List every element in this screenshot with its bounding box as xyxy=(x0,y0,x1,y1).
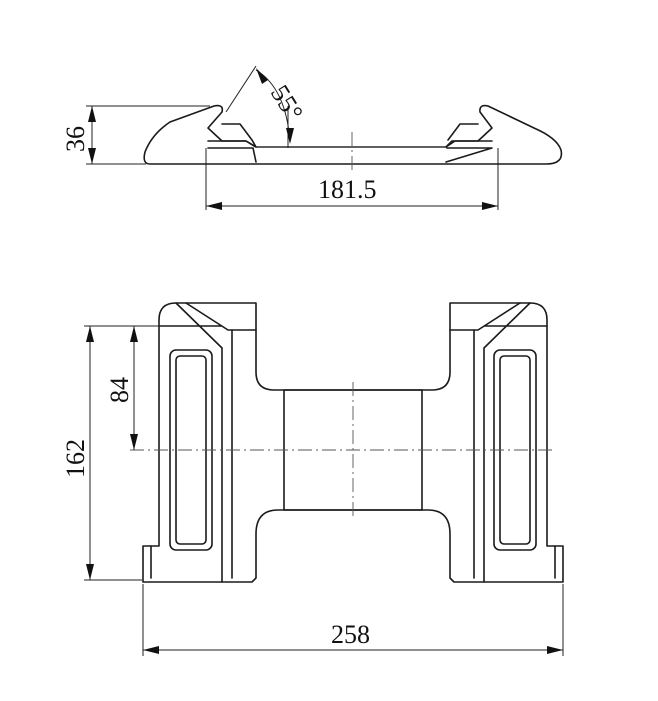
dim-258-arrow-right xyxy=(547,646,563,654)
side-view: 36 55° 181.5 xyxy=(61,65,563,210)
dim-36-label: 36 xyxy=(61,126,90,152)
plan-right-rail-bevel xyxy=(449,302,548,583)
dim-angle-label: 55° xyxy=(265,80,309,126)
dim-36-arrow-bottom xyxy=(88,148,96,164)
dim-162-arrow-top xyxy=(86,326,94,342)
dim-258-label: 258 xyxy=(331,620,370,649)
dim-84-label: 84 xyxy=(105,377,134,403)
dim-angle-arrow-bottom xyxy=(286,128,294,144)
dim-258-arrow-left xyxy=(143,646,159,654)
dim-181-label: 181.5 xyxy=(318,175,377,204)
dim-162-label: 162 xyxy=(61,439,90,478)
dim-84-arrow-top xyxy=(130,326,138,342)
plan-left-rail-bevel xyxy=(158,302,257,583)
dim-36-arrow-top xyxy=(88,106,96,122)
plan-outline xyxy=(142,302,564,583)
side-left-flange xyxy=(207,123,257,163)
dim-84-arrow-bottom xyxy=(130,434,138,450)
dim-angle-arrow-top xyxy=(256,68,268,84)
dim-181-arrow-right xyxy=(482,202,498,210)
side-view-outline xyxy=(143,104,563,165)
dim-181-arrow-left xyxy=(206,202,222,210)
dim-angle-line-1 xyxy=(225,65,257,113)
plan-view: 84 162 258 xyxy=(61,302,564,656)
dim-162-arrow-bottom xyxy=(86,564,94,580)
side-right-flange xyxy=(445,123,493,163)
